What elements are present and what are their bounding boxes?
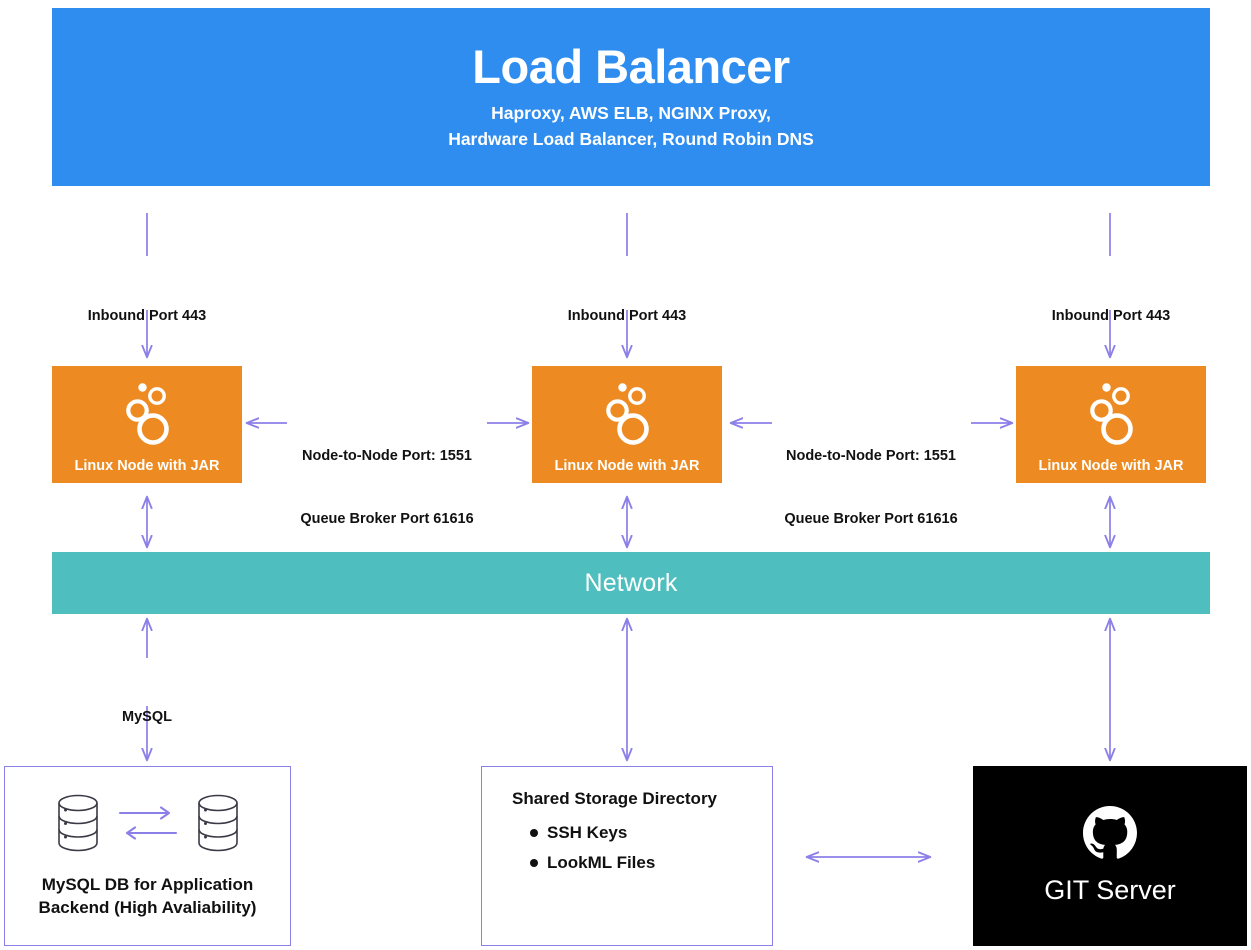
linux-node-2-label: Linux Node with JAR (554, 457, 700, 474)
node-link-label-2-line-1: Node-to-Node Port: 1551 (786, 448, 956, 465)
linux-node-3-label: Linux Node with JAR (1038, 457, 1184, 474)
node-link-label-1: Node-to-Node Port: 1551 Queue Broker Por… (288, 404, 486, 572)
load-balancer-subtitle: Haproxy, AWS ELB, NGINX Proxy, Hardware … (448, 101, 814, 152)
mysql-db-caption-line-1: MySQL DB for Application (41, 875, 254, 895)
bullet-icon (530, 859, 538, 867)
shared-storage-box[interactable]: Shared Storage Directory SSH Keys LookML… (481, 766, 773, 946)
network-label: Network (584, 568, 678, 597)
database-replication-graphic (54, 793, 242, 858)
load-balancer-title: Load Balancer (472, 39, 790, 93)
linux-node-2[interactable]: Linux Node with JAR (532, 366, 722, 483)
node-link-label-1-line-1: Node-to-Node Port: 1551 (302, 448, 472, 465)
linux-node-1-label: Linux Node with JAR (74, 457, 220, 474)
load-balancer-banner: Load Balancer Haproxy, AWS ELB, NGINX Pr… (52, 8, 1210, 186)
shared-storage-item-lookml-files: LookML Files (530, 853, 772, 873)
mysql-db-caption: MySQL DB for Application Backend (High A… (39, 874, 257, 919)
network-bar: Network (52, 552, 1210, 614)
github-icon (1083, 806, 1137, 865)
jar-bubbles-icon (532, 366, 722, 458)
jar-bubbles-icon (1016, 366, 1206, 458)
git-server-box[interactable]: GIT Server (973, 766, 1247, 946)
inbound-label-node-2-line-1: Inbound Port 443 (567, 308, 687, 325)
load-balancer-subtitle-line-1: Haproxy, AWS ELB, NGINX Proxy, (491, 103, 771, 124)
node-link-label-1-line-2: Queue Broker Port 61616 (300, 511, 474, 528)
node-link-label-2-line-2: Queue Broker Port 61616 (784, 511, 958, 528)
mysql-db-caption-line-2: Backend (High Avaliability) (38, 897, 257, 917)
git-server-label: GIT Server (1044, 875, 1176, 905)
shared-storage-item-label: LookML Files (547, 853, 656, 872)
load-balancer-subtitle-line-2: Hardware Load Balancer, Round Robin DNS (448, 128, 814, 149)
mysql-link-label-line-1: MySQL (122, 709, 172, 726)
inbound-label-node-3-line-1: Inbound Port 443 (1051, 308, 1171, 325)
bullet-icon (530, 829, 538, 837)
node-link-label-2: Node-to-Node Port: 1551 Queue Broker Por… (772, 404, 970, 572)
linux-node-3[interactable]: Linux Node with JAR (1016, 366, 1206, 483)
shared-storage-item-ssh-keys: SSH Keys (530, 823, 772, 843)
inbound-label-node-1-line-1: Inbound Port 443 (87, 308, 207, 325)
shared-storage-title: Shared Storage Directory (512, 789, 718, 808)
jar-bubbles-icon (52, 366, 242, 458)
shared-storage-item-label: SSH Keys (547, 823, 628, 842)
mysql-db-box[interactable]: MySQL DB for Application Backend (High A… (4, 766, 291, 946)
database-cylinder-icon-primary (54, 793, 102, 858)
database-cylinder-icon-replica (194, 793, 242, 858)
linux-node-1[interactable]: Linux Node with JAR (52, 366, 242, 483)
replication-arrows-icon (116, 800, 180, 851)
